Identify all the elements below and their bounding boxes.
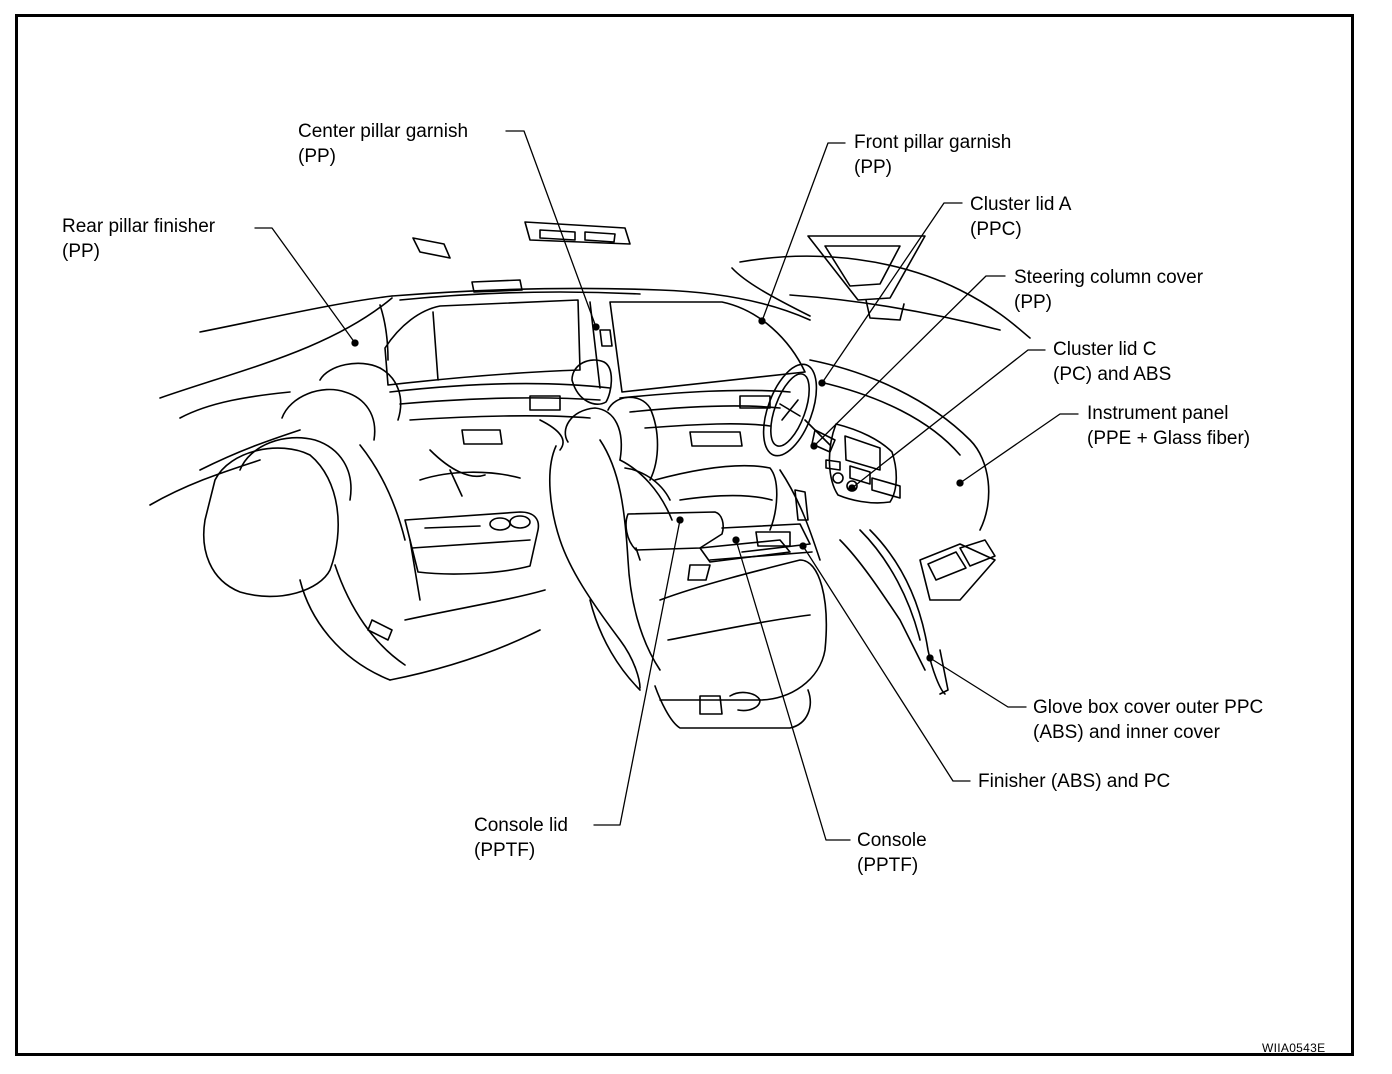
front-passenger-seat	[548, 359, 828, 729]
center-console	[625, 511, 813, 563]
instrument-panel	[779, 359, 990, 671]
glove-box-area	[869, 529, 996, 695]
rear-door-panel	[389, 382, 611, 451]
diagram-frame	[15, 14, 1354, 1056]
label-steering-column-cover: Steering column cover(PP)	[1014, 267, 1204, 313]
steering-wheel	[762, 363, 836, 457]
label-rear-pillar-finisher: Rear pillar finisher(PP)	[62, 216, 216, 262]
roof-headliner	[159, 255, 1031, 399]
rear-seat	[149, 362, 546, 681]
front-door-panel	[619, 389, 791, 447]
figure-code: WIIA0543E	[1262, 1041, 1326, 1055]
label-front-pillar-garnish: Front pillar garnish(PP)	[854, 132, 1012, 178]
label-console-lid: Console lid(PPTF)	[474, 815, 568, 861]
label-cluster-lid-a: Cluster lid A(PPC)	[970, 194, 1072, 240]
side-windows	[379, 299, 806, 393]
label-console: Console(PPTF)	[857, 830, 927, 876]
leader-lines	[254, 130, 1079, 841]
driver-seat	[607, 396, 778, 531]
label-instrument-panel: Instrument panel(PPE + Glass fiber)	[1087, 403, 1251, 449]
label-finisher: Finisher (ABS) and PC	[978, 771, 1171, 792]
label-glove-box-cover: Glove box cover outer PPC(ABS) and inner…	[1033, 697, 1264, 743]
overhead-console	[412, 221, 926, 321]
label-cluster-lid-c: Cluster lid C(PC) and ABS	[1053, 339, 1172, 385]
label-center-pillar-garnish: Center pillar garnish(PP)	[298, 121, 469, 167]
rear-armrest	[404, 511, 540, 575]
